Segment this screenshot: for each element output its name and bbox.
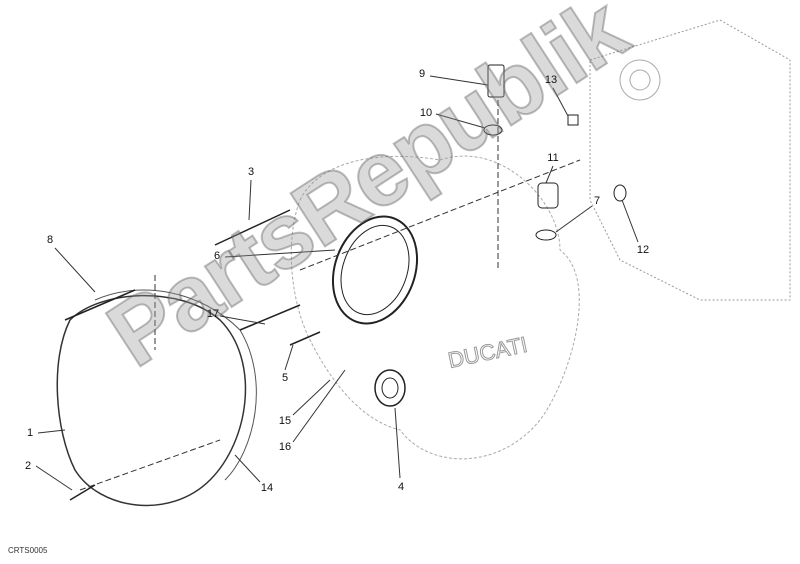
callout-16: 16 [278, 441, 292, 453]
callout-14: 14 [260, 482, 274, 494]
callout-9: 9 [418, 68, 426, 80]
o-ring-12 [613, 184, 627, 202]
plug-13 [567, 114, 579, 126]
filler-plug [537, 182, 559, 209]
callout-8: 8 [46, 234, 54, 246]
callout-5: 5 [281, 372, 289, 384]
temperature-sender [487, 64, 505, 98]
clutch-cover [56, 294, 247, 507]
callout-15: 15 [278, 415, 292, 427]
callout-6: 6 [213, 250, 221, 262]
ducati-logo: DUCATI [446, 332, 530, 373]
seal-ring [331, 215, 419, 325]
callout-13: 13 [544, 74, 558, 86]
callout-7: 7 [593, 195, 601, 207]
gear-icon [619, 59, 661, 101]
o-ring-7 [535, 229, 557, 241]
callout-11: 11 [547, 152, 559, 164]
engine-block [589, 19, 791, 301]
diagram-code: CRTS0005 [8, 546, 48, 555]
leader-lines [35, 75, 639, 491]
callout-2: 2 [24, 460, 32, 472]
callout-17: 17 [206, 308, 220, 320]
bolts [64, 209, 321, 501]
washer [483, 124, 503, 136]
oil-seal [374, 369, 406, 407]
callout-10: 10 [419, 107, 433, 119]
callout-1: 1 [26, 427, 34, 439]
callout-3: 3 [247, 166, 255, 178]
engine-case [290, 155, 580, 460]
callout-4: 4 [397, 481, 405, 493]
callout-12: 12 [636, 244, 650, 256]
